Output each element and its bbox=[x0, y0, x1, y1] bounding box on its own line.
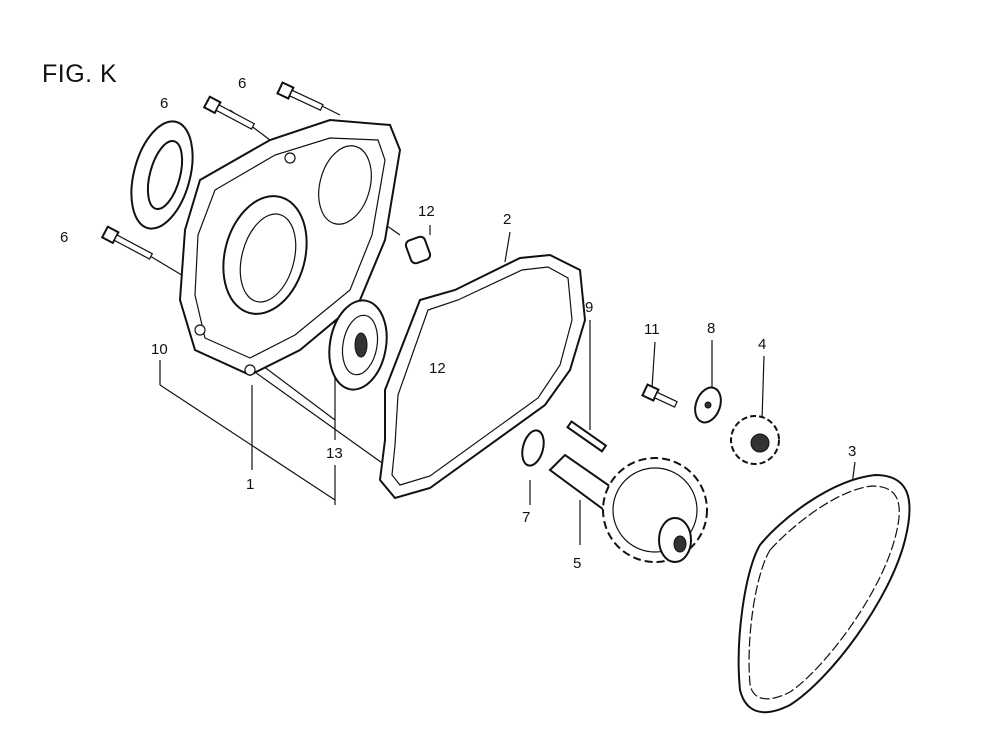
callout-6: 6 bbox=[60, 229, 68, 246]
callout-5: 5 bbox=[573, 555, 581, 572]
key-part-9 bbox=[566, 420, 608, 453]
chain-part-3 bbox=[737, 473, 911, 714]
callout-8: 8 bbox=[707, 320, 715, 337]
circlip-part-7 bbox=[521, 429, 545, 467]
callout-10: 10 bbox=[151, 341, 168, 358]
callout-1: 1 bbox=[246, 476, 254, 493]
callout-13: 13 bbox=[326, 445, 343, 462]
bolt-part-6-top bbox=[276, 81, 324, 111]
oil-seal-part-10 bbox=[130, 120, 194, 230]
gasket-part-2 bbox=[378, 253, 587, 500]
callout-12: 12 bbox=[418, 203, 435, 220]
dowel-pin-part-12-upper bbox=[404, 235, 432, 265]
callout-12: 12 bbox=[429, 360, 446, 377]
callout-7: 7 bbox=[522, 509, 530, 526]
callout-4: 4 bbox=[758, 336, 766, 353]
case-cover-part-1 bbox=[178, 118, 402, 377]
callout-6: 6 bbox=[238, 75, 246, 92]
callout-labels: 6 6 6 12 12 2 11 8 4 9 3 10 13 1 7 5 bbox=[60, 75, 856, 572]
bolt-part-6-left bbox=[100, 225, 154, 260]
bolt-part-11 bbox=[641, 383, 678, 408]
callout-11: 11 bbox=[644, 321, 660, 338]
callout-3: 3 bbox=[848, 443, 856, 460]
drive-sprocket-part-4 bbox=[730, 415, 780, 465]
callout-6: 6 bbox=[160, 95, 168, 112]
callout-2: 2 bbox=[503, 211, 511, 228]
callout-9: 9 bbox=[585, 299, 593, 316]
washer-part-8 bbox=[694, 386, 722, 424]
bearing-part-13 bbox=[328, 299, 388, 391]
driven-sprocket-shaft-part-5 bbox=[548, 453, 708, 563]
figure-title: FIG. K bbox=[42, 60, 118, 88]
bolt-part-6-mid bbox=[202, 95, 256, 130]
